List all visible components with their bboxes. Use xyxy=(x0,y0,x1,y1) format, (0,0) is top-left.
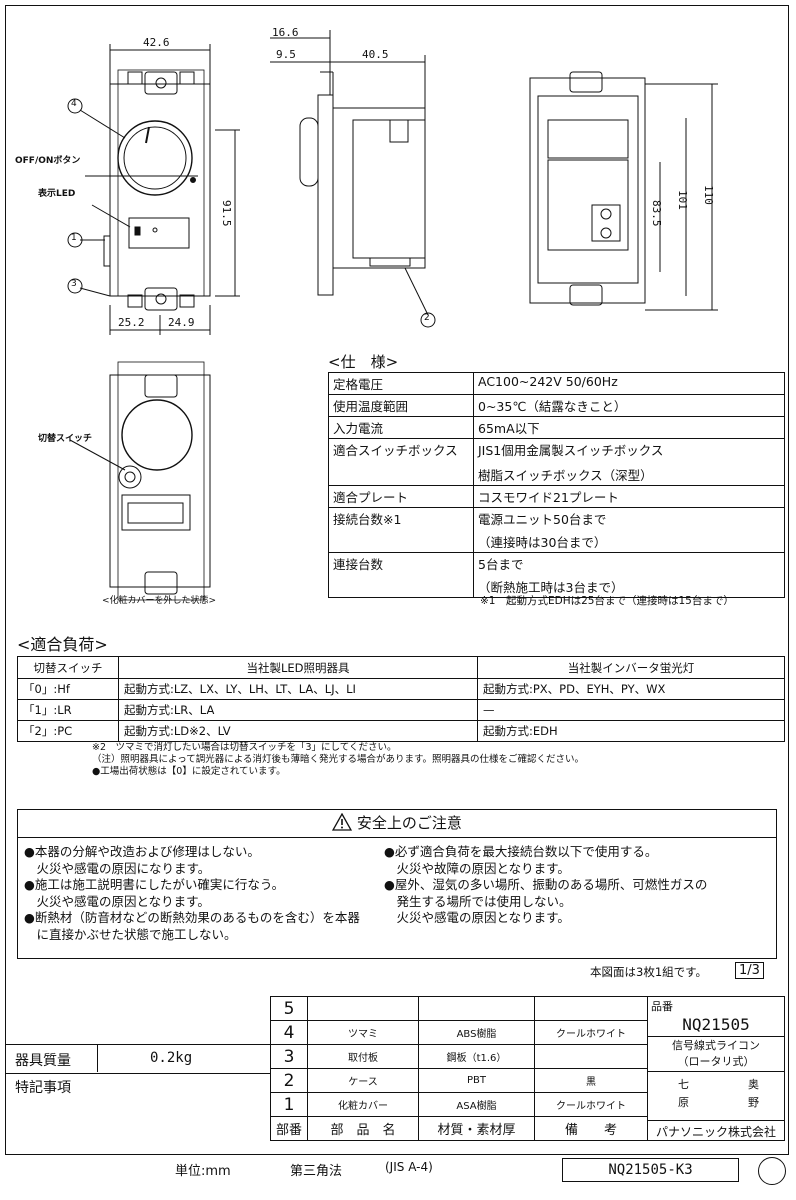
led-label: 表示LED xyxy=(38,189,76,199)
callout-4: 4 xyxy=(71,99,77,109)
back-view xyxy=(529,71,718,311)
dim-side-9: 9.5 xyxy=(276,48,296,61)
callout-2: 2 xyxy=(424,313,430,323)
side-view xyxy=(270,30,429,316)
spec-title: <仕 様> xyxy=(328,353,399,371)
drawing-frame xyxy=(5,5,789,1155)
company-name: パナソニック株式会社 xyxy=(648,1120,784,1140)
table-row: 5 品番 NQ21505 信号線式ライコン （ロータリ式） 七 原 奥 野 パナ… xyxy=(270,996,785,1141)
callout-3: 3 xyxy=(71,279,77,289)
dim-side-16: 16.6 xyxy=(272,26,299,39)
safety-box: 安全上のご注意 ●本器の分解や改造および修理はしない。 火災や感電の原因になりま… xyxy=(17,809,777,959)
dim-left-25: 25.2 xyxy=(118,316,145,329)
spec-footnote: ※1 起動方式EDHは25台まで（連接時は15台まで） xyxy=(480,595,734,607)
dim-side-40: 40.5 xyxy=(362,48,389,61)
special-label: 特記事項 xyxy=(15,1080,71,1096)
product-name: 信号線式ライコン xyxy=(648,1036,784,1053)
safety-right: ●必ず適合負荷を最大接続台数以下で使用する。 火災や故障の原因となります。 ●屋… xyxy=(384,844,708,925)
warning-icon xyxy=(331,812,353,831)
revision-circle xyxy=(758,1157,786,1185)
callout-1: 1 xyxy=(71,233,77,243)
weight-row: 器具質量 0.2kg xyxy=(5,1044,270,1074)
safety-left: ●本器の分解や改造および修理はしない。 火災や感電の原因になります。 ●施工は施… xyxy=(24,844,360,942)
jis-label: (JIS A-4) xyxy=(385,1160,433,1174)
parts-table: 5 品番 NQ21505 信号線式ライコン （ロータリ式） 七 原 奥 野 パナ… xyxy=(270,996,785,1141)
projection-label: 第三角法 xyxy=(290,1164,343,1179)
signature-box: 七 原 奥 野 xyxy=(648,1071,784,1120)
dim-right-24: 24.9 xyxy=(168,316,195,329)
page-number: 1/3 xyxy=(735,962,764,979)
dim-front-width: 42.6 xyxy=(143,36,170,49)
table-row: 適合プレートコスモワイド21プレート xyxy=(328,485,785,508)
load-title: <適合負荷> xyxy=(17,635,108,654)
cover-caption: <化粧カバーを外した状態> xyxy=(102,596,217,606)
dim-back-110: 110 xyxy=(702,185,715,205)
unit-label: 単位:mm xyxy=(175,1164,231,1179)
front-view xyxy=(79,44,240,335)
dim-back-101: 101 xyxy=(676,190,689,210)
switch-label: 切替スイッチ xyxy=(38,434,93,444)
table-header: 切替スイッチ 当社製LED照明器具 当社製インバータ蛍光灯 xyxy=(17,656,785,679)
hinban-label: 品番 xyxy=(651,1000,673,1013)
table-header: 部番部 品 名材質・素材厚備 考 xyxy=(270,1116,785,1141)
hinban: NQ21505 xyxy=(682,1015,750,1034)
offon-label: OFF/ONボタン xyxy=(15,156,81,166)
drawing-number: NQ21505-K3 xyxy=(562,1158,739,1182)
technical-drawings xyxy=(67,30,718,601)
dim-height-91: 91.5 xyxy=(220,200,233,227)
sheet-note: 本図面は3枚1組です。 xyxy=(590,965,707,979)
safety-header: 安全上のご注意 xyxy=(18,810,776,838)
load-notes: ※2 ツマミで消灯したい場合は切替スイッチを「3」にしてください。 （注）照明器… xyxy=(92,742,585,777)
dim-back-83: 83.5 xyxy=(650,200,663,227)
cover-removed-view xyxy=(69,361,211,601)
